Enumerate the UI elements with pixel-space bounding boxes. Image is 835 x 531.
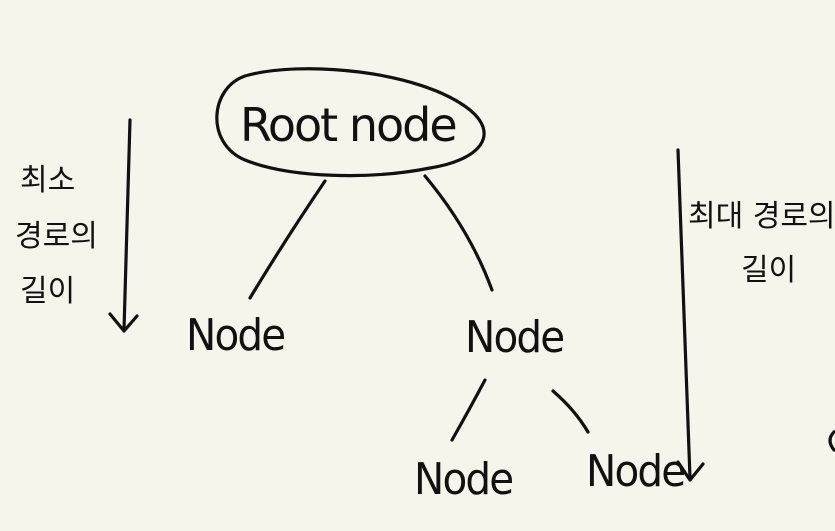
min-path-label-line1: 최소 [20,163,76,198]
max-path-arrow [676,148,692,480]
root-node-label: Root node [240,98,458,152]
min-path-label-line3: 길이 [20,274,76,309]
edge-root-left [248,179,327,300]
max-path-label-line1: 최대 경로의 [688,199,835,234]
min-path-label-line2: 경로의 [15,219,98,254]
min-path-arrow [122,118,132,332]
edge-root-right [423,174,494,292]
node-label-level1-right: Node [465,312,565,363]
node-label-level2-left: Node [414,454,514,505]
edge-right-right-child [551,389,590,434]
max-path-arrow-head [676,460,705,482]
max-path-label-line2: 길이 [741,253,797,288]
node-label-level1-left: Node [186,310,286,361]
edge-mark [828,430,835,452]
min-path-arrow-head [108,312,139,333]
node-label-level2-right: Node [586,446,686,497]
root-node-ellipse [215,67,486,178]
edge-right-left-child [450,378,487,442]
